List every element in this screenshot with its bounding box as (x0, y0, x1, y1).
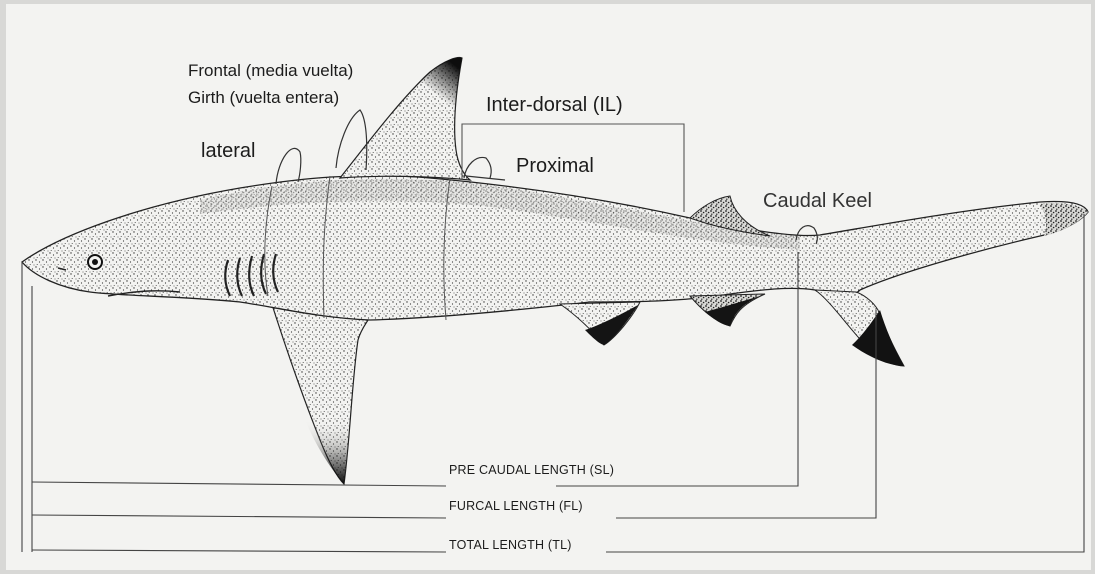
pectoral-fin (268, 292, 372, 484)
girth-label: Girth (vuelta entera) (188, 89, 339, 106)
total-line-left (32, 550, 446, 552)
shark-body (22, 176, 1088, 320)
first-dorsal-fin (340, 58, 470, 180)
furcal-line-left (32, 515, 446, 518)
total-length-label: TOTAL LENGTH (TL) (449, 539, 572, 552)
proximal-tick (466, 176, 505, 180)
pelvic-fin (560, 302, 640, 345)
anal-fin (690, 294, 765, 326)
frontal-label: Frontal (media vuelta) (188, 62, 353, 79)
upper-caudal-tip (1040, 203, 1088, 236)
lateral-arc (276, 148, 301, 184)
inter-dorsal-label: Inter-dorsal (IL) (486, 95, 623, 115)
pre-caudal-line-left (32, 482, 446, 486)
caudal-keel-label: Caudal Keel (763, 191, 872, 211)
pre-caudal-length-label: PRE CAUDAL LENGTH (SL) (449, 464, 614, 477)
lateral-label: lateral (201, 141, 255, 161)
furcal-length-label: FURCAL LENGTH (FL) (449, 500, 583, 513)
proximal-arc (464, 157, 491, 178)
proximal-label: Proximal (516, 156, 594, 176)
lower-caudal-lobe (815, 290, 904, 366)
furcal-line-right (616, 310, 876, 518)
